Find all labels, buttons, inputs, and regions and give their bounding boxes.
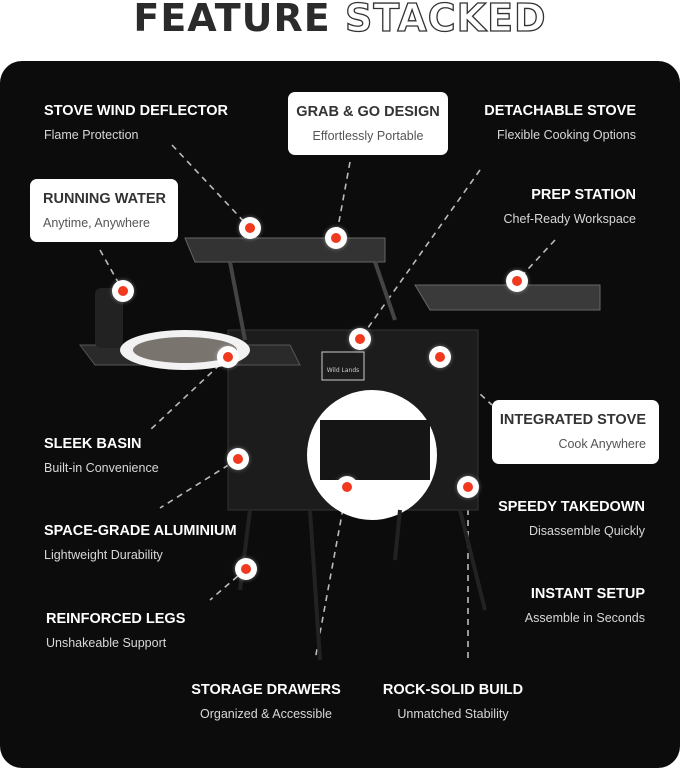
feature-subtitle: Cook Anywhere (558, 437, 646, 451)
feature-title: INSTANT SETUP (530, 586, 645, 602)
feature-title: SLEEK BASIN (44, 436, 142, 452)
feature-prep-station: PREP STATION Chef-Ready Workspace (504, 187, 636, 226)
feature-title: DETACHABLE STOVE (484, 103, 636, 119)
feature-subtitle: Flame Protection (44, 128, 139, 142)
feature-rock-solid-build: ROCK-SOLID BUILD Unmatched Stability (373, 682, 533, 721)
feature-title: PREP STATION (531, 187, 636, 203)
hotspot-grab-and-go[interactable] (325, 227, 347, 249)
kitchen-body: Wild Lands (79, 237, 601, 661)
feature-title: STOVE WIND DEFLECTOR (44, 103, 228, 119)
feature-title: INTEGRATED STOVE (499, 412, 646, 428)
hotspot-integrated-stove[interactable] (429, 346, 451, 368)
feature-stove-wind-deflector: STOVE WIND DEFLECTOR Flame Protection (44, 103, 228, 142)
feature-storage-drawers: STORAGE DRAWERS Organized & Accessible (186, 682, 346, 721)
feature-subtitle: Flexible Cooking Options (497, 128, 636, 142)
feature-subtitle: Organized & Accessible (199, 707, 332, 721)
feature-subtitle: Assemble in Seconds (524, 611, 645, 625)
hotspot-prep-station[interactable] (506, 270, 528, 292)
feature-title: REINFORCED LEGS (46, 611, 186, 627)
hotspot-storage-drawers[interactable] (336, 476, 358, 498)
feature-title: STORAGE DRAWERS (191, 682, 341, 698)
feature-subtitle: Unmatched Stability (397, 707, 509, 721)
feature-subtitle: Effortlessly Portable (312, 129, 424, 143)
feature-panel: Wild Lands STOVE WIND DEFLECTOR Flame Pr… (0, 61, 680, 768)
hotspot-stove-wind-deflector[interactable] (239, 217, 261, 239)
title-outline: STACKED (344, 0, 547, 41)
feature-running-water: RUNNING WATER Anytime, Anywhere (30, 179, 178, 242)
hotspot-space-grade-aluminium[interactable] (227, 448, 249, 470)
feature-instant-setup: INSTANT SETUP Assemble in Seconds (525, 586, 645, 625)
brand-logo-text: Wild Lands (327, 367, 360, 374)
feature-title: SPEEDY TAKEDOWN (498, 499, 645, 515)
feature-grab-and-go-design: GRAB & GO DESIGN Effortlessly Portable (288, 92, 448, 155)
hotspot-sleek-basin[interactable] (217, 346, 239, 368)
feature-title: GRAB & GO DESIGN (296, 104, 440, 120)
feature-integrated-stove: INTEGRATED STOVE Cook Anywhere (492, 400, 659, 464)
dashed-leader-lines (99, 144, 556, 661)
feature-subtitle: Disassemble Quickly (528, 524, 645, 538)
feature-subtitle: Lightweight Durability (44, 548, 163, 562)
camp-kitchen-illustration: Wild Lands (79, 144, 601, 661)
hotspot-reinforced-legs[interactable] (235, 558, 257, 580)
feature-title: ROCK-SOLID BUILD (382, 682, 524, 698)
title-solid: FEATURE (133, 0, 331, 40)
feature-title: RUNNING WATER (43, 191, 166, 207)
page-title: FEATURE STACKED (0, 0, 680, 41)
hotspot-detachable-stove[interactable] (349, 328, 371, 350)
feature-space-grade-aluminium: SPACE-GRADE ALUMINIUM Lightweight Durabi… (44, 523, 237, 562)
feature-subtitle: Built-in Convenience (44, 461, 159, 475)
feature-title: SPACE-GRADE ALUMINIUM (44, 523, 237, 539)
hotspot-speedy-takedown[interactable] (457, 476, 479, 498)
feature-detachable-stove: DETACHABLE STOVE Flexible Cooking Option… (484, 103, 636, 142)
feature-subtitle: Anytime, Anywhere (43, 216, 150, 230)
feature-subtitle: Unshakeable Support (46, 636, 167, 650)
feature-sleek-basin: SLEEK BASIN Built-in Convenience (44, 436, 159, 475)
hotspot-running-water[interactable] (112, 280, 134, 302)
feature-reinforced-legs: REINFORCED LEGS Unshakeable Support (46, 611, 185, 650)
feature-speedy-takedown: SPEEDY TAKEDOWN Disassemble Quickly (498, 499, 645, 538)
feature-subtitle: Chef-Ready Workspace (503, 212, 636, 226)
